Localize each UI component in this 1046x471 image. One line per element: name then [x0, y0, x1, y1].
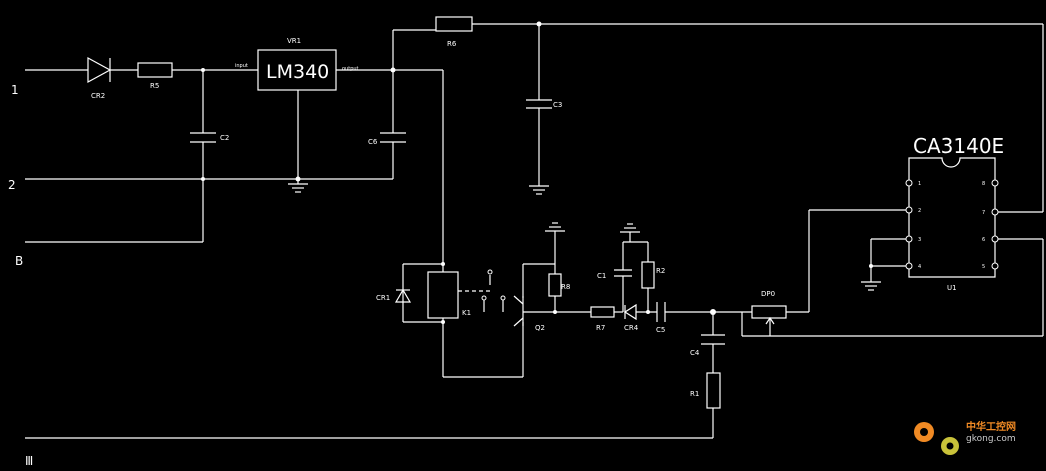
transistor-q2 — [513, 295, 524, 327]
ic-pin-7: 7 — [982, 210, 985, 216]
wires — [25, 23, 1044, 439]
ic-pin-5: 5 — [982, 264, 985, 270]
junctions — [201, 21, 873, 324]
label-r2: R2 — [656, 267, 665, 275]
relay-k1 — [427, 271, 459, 319]
potentiometer-dp0 — [751, 305, 787, 325]
capacitor-c1 — [614, 269, 632, 277]
label-c6: C6 — [368, 138, 378, 146]
capacitor-c5 — [656, 302, 666, 322]
ic-pin-6: 6 — [982, 237, 985, 243]
terminal-iii-label: Ⅲ — [25, 454, 33, 468]
ground-symbol-c3 — [529, 185, 549, 195]
relay-contacts — [458, 269, 506, 312]
label-q2: Q2 — [535, 324, 545, 332]
label-c5: C5 — [656, 326, 665, 334]
resistor-r6 — [435, 16, 473, 32]
ic-u1 — [905, 157, 999, 278]
resistor-r7 — [590, 306, 615, 318]
ic-pin-2: 2 — [918, 208, 921, 214]
terminal-b-label: B — [15, 254, 23, 268]
label-u1: U1 — [947, 284, 957, 292]
label-c3: C3 — [553, 101, 562, 109]
label-r5: R5 — [150, 82, 159, 90]
watermark-text-cn: 中华工控网 — [966, 420, 1016, 433]
label-r6: R6 — [447, 40, 457, 48]
ground-symbol-u1 — [861, 281, 881, 291]
capacitor-c6 — [380, 132, 406, 143]
watermark-text-domain: gkong.com — [966, 434, 1016, 444]
capacitor-c4 — [701, 334, 725, 345]
label-cr1: CR1 — [376, 294, 390, 302]
regulator-output-label: output — [342, 66, 359, 72]
diode-cr2 — [87, 56, 112, 84]
ground-symbol-vr1 — [288, 183, 308, 193]
label-c4: C4 — [690, 349, 700, 357]
watermark-logo: 中华工控网 gkong.com — [914, 420, 1016, 455]
label-dp0: DP0 — [761, 290, 775, 298]
resistor-r8 — [548, 273, 562, 297]
resistor-r5 — [137, 62, 173, 78]
ic-pin-8: 8 — [982, 181, 985, 187]
terminal-2-label: 2 — [8, 178, 16, 192]
label-c2: C2 — [220, 134, 229, 142]
ic-name: CA3140E — [913, 134, 1004, 158]
ground-symbol-r8 — [545, 222, 565, 232]
capacitor-c2 — [190, 132, 216, 143]
regulator-input-label: input — [235, 63, 248, 69]
regulator-name: LM340 — [266, 61, 329, 83]
label-vr1: VR1 — [287, 37, 301, 45]
terminal-1-label: 1 — [11, 83, 19, 97]
resistor-r2 — [641, 261, 655, 289]
gear-icon — [914, 422, 959, 455]
label-r8: R8 — [561, 283, 570, 291]
ic-pin-4: 4 — [918, 264, 921, 270]
ic-pin-1: 1 — [918, 181, 921, 187]
label-r7: R7 — [596, 324, 605, 332]
capacitor-c3 — [526, 99, 552, 109]
ic-pin-3: 3 — [918, 237, 921, 243]
labels: 1 2 B Ⅲ CR2 R5 C2 VR1 LM340 input output… — [8, 37, 1004, 468]
regulator-lm340 — [257, 49, 337, 91]
label-cr2: CR2 — [91, 92, 105, 100]
ground-symbol-c1 — [620, 223, 640, 233]
resistor-r1 — [706, 372, 721, 409]
label-cr4: CR4 — [624, 324, 639, 332]
label-c1: C1 — [597, 272, 606, 280]
label-k1: K1 — [462, 309, 471, 317]
diode-cr1 — [394, 288, 412, 303]
diode-cr4 — [623, 303, 637, 321]
label-r1: R1 — [690, 390, 699, 398]
